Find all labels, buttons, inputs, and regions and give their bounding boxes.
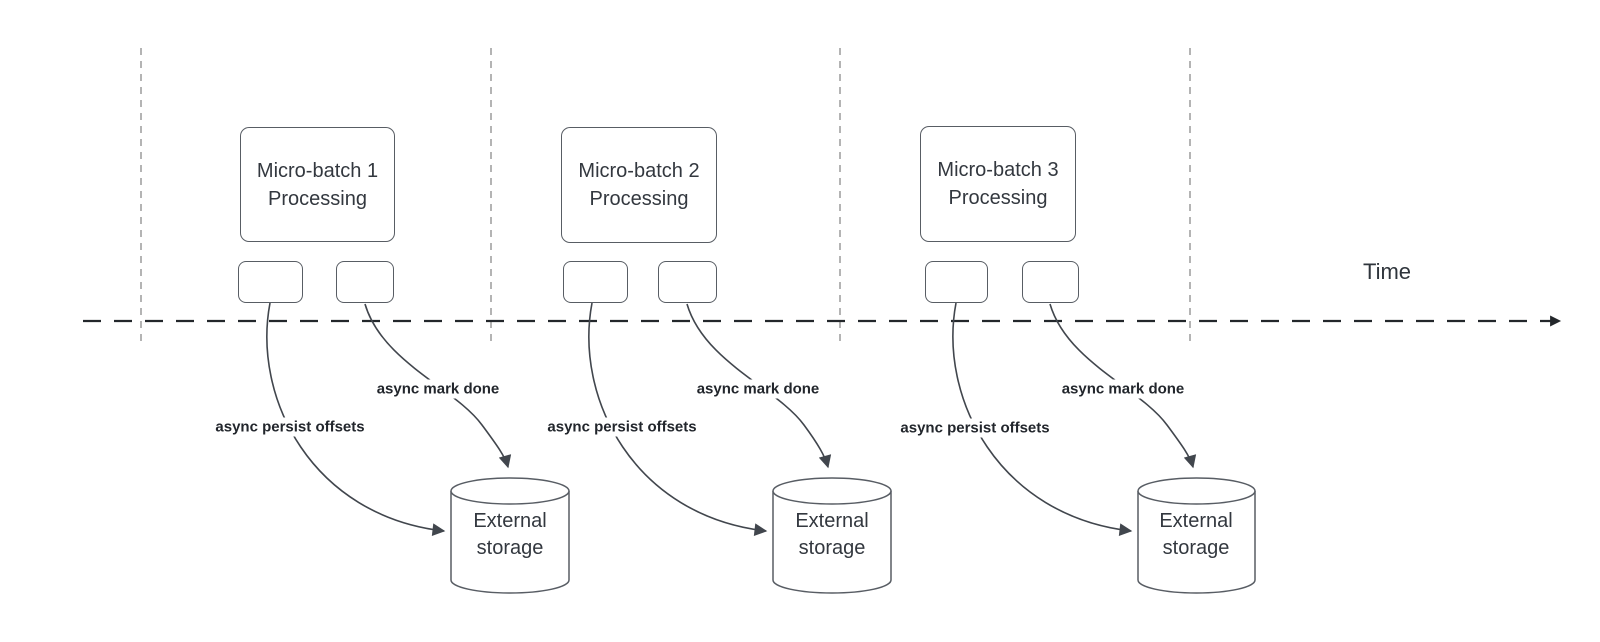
persist-offsets-label: async persist offsets	[543, 417, 701, 437]
external-storage-label: External storage	[1159, 510, 1233, 559]
persist-offsets-connector	[952, 302, 1133, 537]
mark-done-connector	[1049, 303, 1197, 469]
mark-task-box	[336, 261, 394, 303]
mark-task-box	[658, 261, 717, 303]
mark-done-label: async mark done	[372, 379, 504, 399]
mark-task-box	[1022, 261, 1079, 303]
mark-done-label: async mark done	[692, 379, 824, 399]
micro-batch-title: Micro-batch 1 Processing	[256, 159, 379, 210]
offset-task-box	[563, 261, 628, 303]
micro-batch-box: Micro-batch 3 Processing	[920, 126, 1076, 242]
time-axis-label: Time	[1362, 259, 1412, 284]
mark-done-label: async mark done	[1057, 379, 1189, 399]
micro-batch-title: Micro-batch 3 Processing	[937, 159, 1059, 209]
external-storage-cylinder	[772, 477, 892, 594]
micro-batch-box: Micro-batch 1 Processing	[240, 127, 395, 242]
external-storage-label: External storage	[473, 510, 547, 559]
micro-batch-title: Micro-batch 2 Processing	[578, 160, 700, 210]
mark-done-connector	[364, 303, 512, 469]
persist-offsets-connector	[266, 302, 446, 537]
persist-offsets-connector	[588, 302, 768, 537]
offset-task-box	[238, 261, 303, 303]
persist-offsets-label: async persist offsets	[211, 417, 369, 437]
offset-task-box	[925, 261, 988, 303]
external-storage-cylinder	[1137, 477, 1256, 594]
external-storage-label: External storage	[795, 510, 869, 559]
external-storage-cylinder	[450, 477, 570, 594]
persist-offsets-label: async persist offsets	[896, 418, 1054, 438]
mark-done-connector	[686, 303, 832, 469]
micro-batch-box: Micro-batch 2 Processing	[561, 127, 717, 243]
